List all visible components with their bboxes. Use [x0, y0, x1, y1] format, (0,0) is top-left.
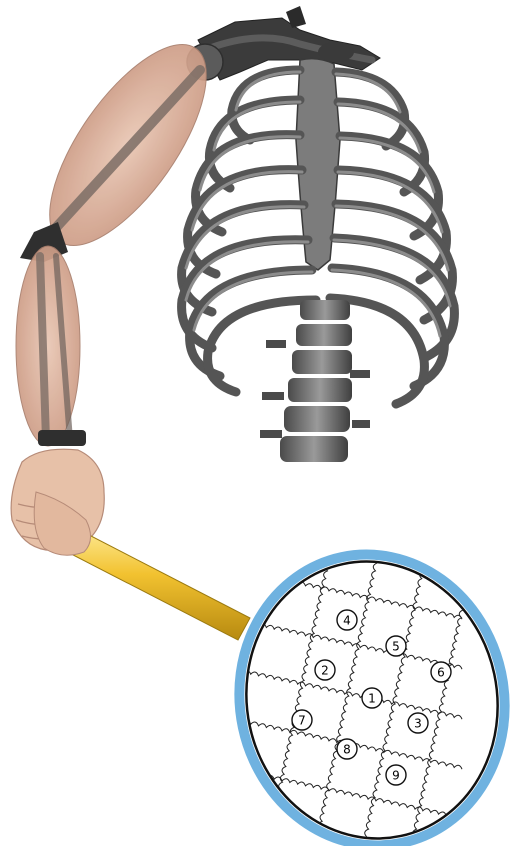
node-5: 5: [386, 636, 406, 656]
node-8: 8: [337, 739, 357, 759]
node-6: 6: [431, 662, 451, 682]
wrist-joint: [38, 430, 86, 446]
node-9-label: 9: [392, 769, 400, 783]
node-3-label: 3: [414, 717, 422, 731]
node-1-label: 1: [368, 692, 376, 706]
node-4-label: 4: [343, 614, 351, 628]
node-9: 9: [386, 765, 406, 785]
racket-frame-outer: [213, 530, 515, 846]
spine: [260, 300, 370, 462]
node-8-label: 8: [343, 743, 351, 757]
node-5-label: 5: [392, 640, 400, 654]
node-2-label: 2: [321, 664, 329, 678]
ribs-left: [182, 70, 316, 392]
node-6-label: 6: [437, 666, 445, 680]
ribcage: [182, 6, 455, 462]
arm: [11, 21, 235, 550]
node-7: 7: [292, 710, 312, 730]
racket-head: 4 5 6 2 1 3 7: [213, 530, 515, 846]
racket-handle: [34, 492, 250, 640]
node-7-label: 7: [298, 714, 306, 728]
node-4: 4: [337, 610, 357, 630]
node-2: 2: [315, 660, 335, 680]
top-vertebra: [318, 42, 354, 62]
node-1: 1: [362, 688, 382, 708]
node-3: 3: [408, 713, 428, 733]
